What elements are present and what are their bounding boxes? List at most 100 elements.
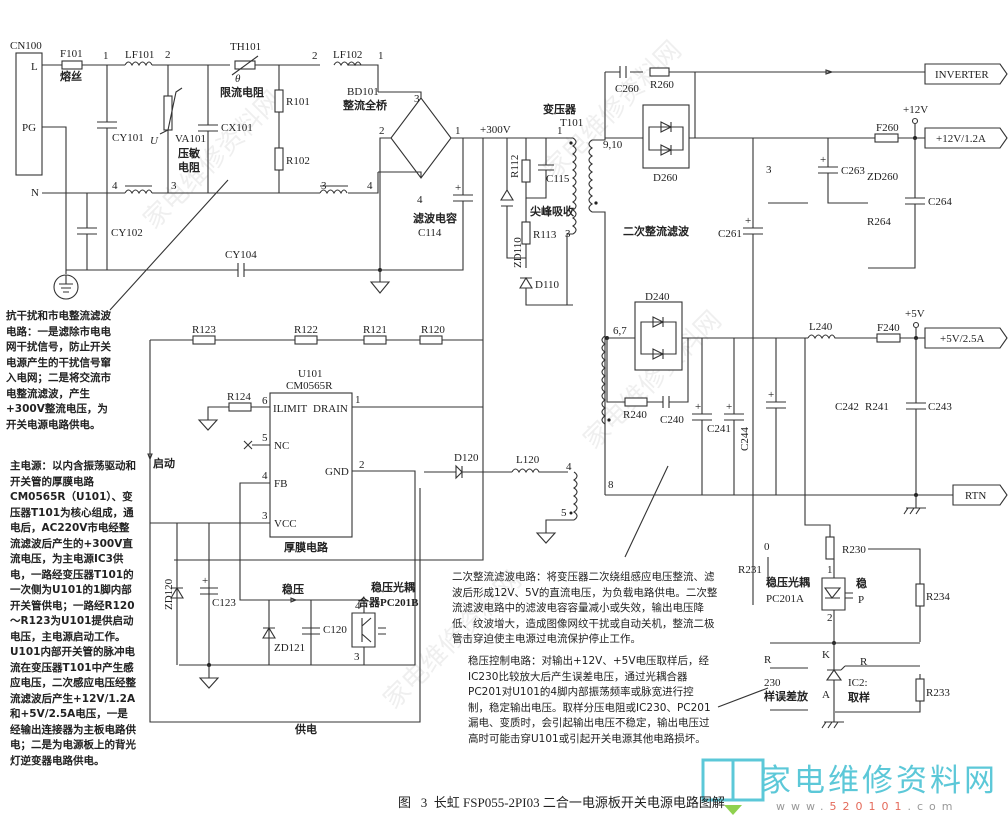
node-3: 3: [171, 180, 177, 192]
pin-nc: NC: [274, 440, 289, 452]
ic-u101: [269, 392, 353, 538]
f260-label: F260: [876, 122, 899, 134]
th101-desc: 限流电阻: [220, 85, 264, 99]
u101-part: CM0565R: [286, 380, 333, 392]
c261-plus: +: [745, 215, 751, 227]
c-unlabeled-plus: +: [768, 389, 774, 401]
node-4: 4: [112, 180, 118, 192]
cy104-label: CY104: [225, 249, 257, 261]
c240-label: C240: [660, 414, 684, 426]
output-inverter-label: INVERTER: [935, 69, 989, 81]
snubber-label: 尖峰吸收: [530, 204, 574, 218]
c263-plus: +: [820, 154, 826, 166]
va101-label: VA101: [175, 133, 206, 145]
diode-d260: [642, 104, 690, 169]
v5-label: +5V: [905, 308, 925, 320]
th101-label: TH101: [230, 41, 261, 53]
d120-label: D120: [454, 452, 479, 464]
pc201a-pin1: 1: [827, 564, 833, 576]
aux-pin4: 4: [566, 461, 572, 473]
node-4b: 4: [367, 180, 373, 192]
output-connector-rtn: [952, 484, 1008, 506]
pc201a-cut2: P: [858, 594, 864, 606]
c123-plus: +: [202, 575, 208, 587]
pins-12v-label: 9,10: [603, 139, 623, 151]
pc201b-label: 合器PC201B: [358, 595, 419, 609]
aux-winding: [573, 471, 578, 521]
ic230-desc: 取样: [848, 690, 870, 704]
r241-label: R241: [865, 401, 889, 413]
startup-label: 启动: [153, 456, 175, 470]
bd-node-3: 3: [414, 93, 420, 105]
va101-desc2: 电阻: [178, 160, 200, 174]
aux-pin5: 5: [561, 507, 567, 519]
connector-label: CN100: [10, 40, 42, 52]
r264-label: R264: [867, 216, 891, 228]
d110-label: D110: [535, 279, 560, 291]
r123-label: R123: [192, 324, 216, 336]
note-main-power: 主电源：以内含振荡驱动和开关管的厚膜电路CM0565R（U101）、变压器T10…: [10, 460, 136, 767]
d240-label: D240: [645, 291, 670, 303]
c120-label: C120: [323, 624, 347, 636]
bridge-rectifier-bd101: [390, 97, 452, 179]
c123-label: C123: [212, 597, 236, 609]
node-2: 2: [165, 49, 171, 61]
leader-line-secondary: [624, 465, 669, 558]
c241-label: C241: [707, 423, 731, 435]
t101-pin1-label: 1: [557, 125, 563, 137]
ic230-a: A: [822, 689, 830, 701]
resistor-r124: [228, 402, 252, 412]
v12-label: +12V: [903, 104, 928, 116]
c264-label: C264: [928, 196, 952, 208]
lf101-label: LF101: [125, 49, 154, 61]
output-connector-12v: [924, 127, 1008, 149]
t101-pin3-label: 3: [565, 228, 571, 240]
note-emi: 抗干扰和市电整流滤波电路：一是滤除市电电网干扰信号，防止开关电源产生的干扰信号窜…: [6, 310, 111, 431]
r240-label: R240: [623, 409, 647, 421]
transformer-desc: 变压器: [543, 102, 577, 116]
pin-1-num: 1: [355, 394, 361, 406]
resistor-r234: [915, 583, 925, 607]
resistor-r240: [624, 397, 648, 407]
c244-plus: +: [726, 401, 732, 413]
url-prefix: www.: [776, 800, 830, 813]
c241-plus: +: [695, 401, 701, 413]
u101-label: U101: [298, 368, 322, 380]
output-connector-5v: [924, 327, 1008, 349]
r121-label: R121: [363, 324, 387, 336]
c114-label: C114: [418, 227, 442, 239]
output-connector-inverter: [924, 63, 1008, 85]
bd101-desc: 整流全桥: [342, 98, 388, 112]
transformer-label: T101: [560, 117, 583, 129]
partial-r: R: [764, 654, 772, 666]
connector-cn100: [15, 52, 43, 176]
watermark-logo-icon: [701, 758, 765, 815]
c242-label: C242: [835, 401, 859, 413]
cx101-label: CX101: [221, 122, 253, 134]
r231-label: R231: [738, 564, 762, 576]
d260-label: D260: [653, 172, 678, 184]
partial-230: 230: [764, 677, 781, 689]
l120-label: L120: [516, 454, 540, 466]
resistor-r260: [649, 67, 670, 77]
pc201b-pin3: 3: [354, 651, 360, 663]
output-rtn-label: RTN: [965, 490, 986, 502]
transformer-secondary-5v: [601, 335, 606, 425]
va101-desc1: 压敏: [178, 146, 201, 160]
c261-label: C261: [718, 228, 742, 240]
th101-symbol: θ: [235, 73, 241, 85]
va101-symbol: U: [150, 135, 159, 147]
ic230-k: K: [822, 649, 830, 661]
f240-label: F240: [877, 322, 900, 334]
fuse-f240: [876, 333, 901, 343]
node-1: 1: [103, 50, 109, 62]
pin-l: L: [31, 61, 38, 73]
zd110-label: ZD110: [512, 237, 524, 268]
pin-n: N: [31, 187, 39, 199]
lf102-label: LF102: [333, 49, 362, 61]
r102-label: R102: [286, 155, 310, 167]
resistor-r122: [294, 335, 318, 345]
zd260-label: ZD260: [867, 171, 899, 183]
resistor-r112: [521, 159, 531, 183]
pin-vcc: VCC: [274, 518, 297, 530]
